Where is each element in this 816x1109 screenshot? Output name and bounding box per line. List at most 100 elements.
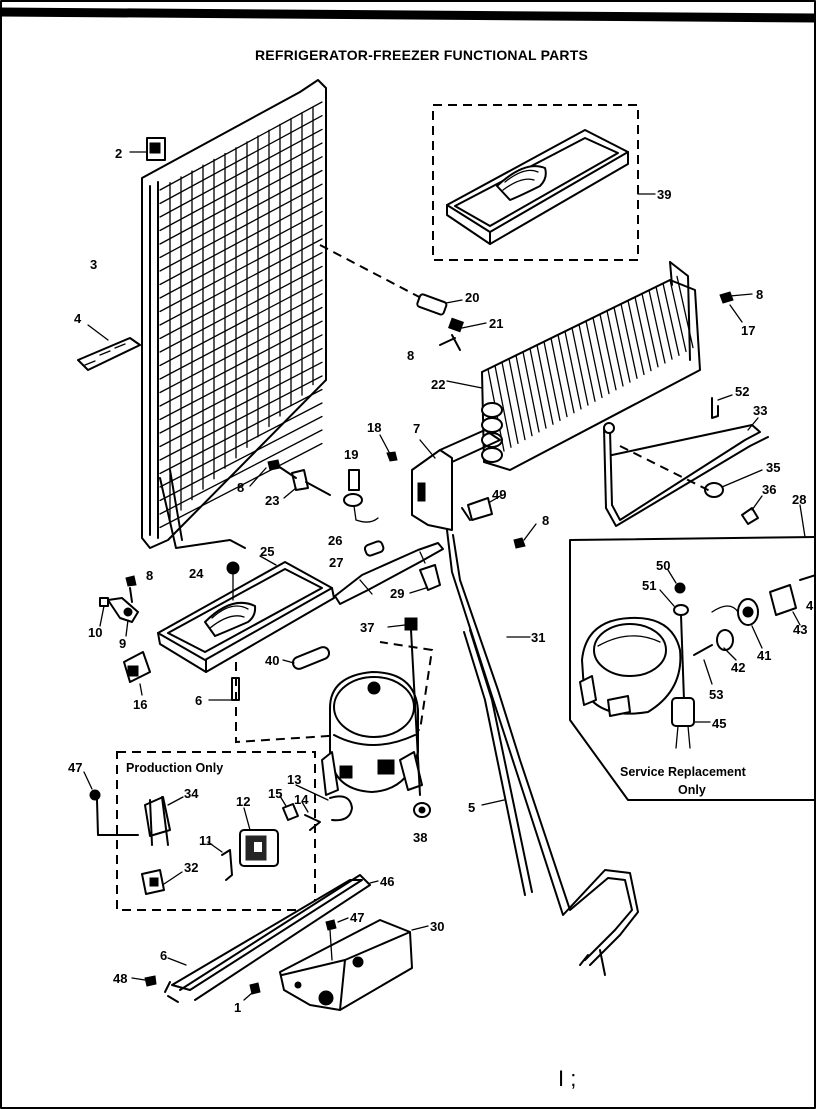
callout-5: 5 bbox=[468, 800, 475, 815]
parts-13-14-15 bbox=[279, 784, 353, 831]
condenser-rung bbox=[159, 238, 323, 326]
hook-part-52 bbox=[711, 397, 719, 419]
evaporator-fin bbox=[522, 351, 540, 433]
callout-19: 19 bbox=[344, 447, 358, 462]
callout-8-c: 8 bbox=[237, 480, 244, 495]
service-replacement-label-2: Only bbox=[678, 783, 706, 797]
production-only-label: Production Only bbox=[126, 761, 223, 775]
condenser-rung bbox=[159, 128, 323, 218]
callout-32: 32 bbox=[184, 860, 198, 875]
callout-8-b: 8 bbox=[756, 287, 763, 302]
callout-42: 42 bbox=[731, 660, 745, 675]
evaporator-fin bbox=[592, 316, 610, 395]
callout-13: 13 bbox=[287, 772, 301, 787]
compressor-assembly bbox=[321, 671, 423, 796]
clip-part-2 bbox=[129, 137, 166, 161]
condenser-part bbox=[141, 79, 327, 549]
callout-6-b: 6 bbox=[160, 948, 167, 963]
condenser-rung bbox=[159, 347, 323, 434]
callout-45: 45 bbox=[712, 716, 726, 731]
screw-part-18 bbox=[386, 451, 398, 462]
part-16 bbox=[123, 651, 151, 696]
evaporator-fin bbox=[599, 313, 617, 391]
production-only-box bbox=[116, 751, 316, 911]
condenser-rung bbox=[159, 142, 323, 232]
condenser-rung bbox=[159, 388, 323, 475]
condenser-rung bbox=[159, 361, 323, 448]
evaporator-fin bbox=[543, 340, 561, 422]
condenser-rung bbox=[159, 334, 323, 421]
callout-25: 25 bbox=[260, 544, 274, 559]
callout-41: 41 bbox=[757, 648, 771, 663]
drier-part-4 bbox=[77, 324, 141, 371]
callout-4-right: 4 bbox=[806, 598, 814, 613]
callout-52: 52 bbox=[735, 384, 749, 399]
callout-12: 12 bbox=[236, 794, 250, 809]
tubes-parts-5-31 bbox=[446, 529, 639, 976]
callout-9: 9 bbox=[119, 636, 126, 651]
callout-39: 39 bbox=[657, 187, 671, 202]
callout-23: 23 bbox=[265, 493, 279, 508]
callout-46: 46 bbox=[380, 874, 394, 889]
condenser-rung bbox=[159, 265, 323, 353]
bracket-parts-8-9-10 bbox=[99, 575, 139, 637]
parts-19-26-27-29 bbox=[334, 469, 444, 605]
evaporator-fin bbox=[634, 296, 652, 372]
callout-27: 27 bbox=[329, 555, 343, 570]
callout-35: 35 bbox=[766, 460, 780, 475]
callout-11: 11 bbox=[199, 833, 213, 848]
callout-31: 31 bbox=[531, 630, 545, 645]
callout-50: 50 bbox=[656, 558, 670, 573]
callout-17: 17 bbox=[741, 323, 755, 338]
condenser-rung bbox=[159, 210, 323, 299]
condenser-rung bbox=[159, 101, 323, 191]
part-8-23 bbox=[249, 459, 331, 499]
callout-7: 7 bbox=[413, 421, 420, 436]
condenser-rung bbox=[159, 115, 323, 205]
callout-8-a: 8 bbox=[407, 348, 414, 363]
condenser-rung bbox=[159, 183, 323, 272]
evaporator-fin bbox=[578, 323, 596, 402]
bolt-parts-37-38 bbox=[387, 617, 431, 818]
callout-8-d: 8 bbox=[542, 513, 549, 528]
evaporator-fin bbox=[571, 327, 589, 406]
evaporator-fin bbox=[515, 354, 533, 437]
service-replacement-box: Service Replacement Only bbox=[569, 504, 816, 801]
callout-33: 33 bbox=[753, 403, 767, 418]
condenser-rung bbox=[159, 224, 323, 313]
condenser-rung bbox=[159, 375, 323, 461]
callout-53: 53 bbox=[709, 687, 723, 702]
base-bracket-parts-30-46 bbox=[131, 874, 429, 1011]
screw-part-47 bbox=[83, 771, 139, 836]
evaporator-fin bbox=[508, 358, 526, 441]
callout-40: 40 bbox=[265, 653, 279, 668]
tray-detail-39 bbox=[432, 104, 656, 261]
evaporator-fin bbox=[620, 303, 638, 379]
condenser-rung bbox=[159, 279, 323, 367]
callout-15: 15 bbox=[268, 786, 282, 801]
callout-28: 28 bbox=[792, 492, 806, 507]
fastener-group-20-21 bbox=[416, 293, 487, 351]
callout-38: 38 bbox=[413, 830, 427, 845]
heater-part-33 bbox=[603, 417, 769, 527]
evaporator-part-22 bbox=[446, 261, 701, 471]
condenser-rung bbox=[159, 169, 323, 259]
part-6-pin bbox=[208, 677, 240, 701]
callout-47-b: 47 bbox=[350, 910, 364, 925]
part-40 bbox=[282, 646, 331, 670]
evaporator-fin bbox=[669, 279, 687, 353]
evaporator-fin bbox=[641, 292, 659, 368]
callout-8-e: 8 bbox=[146, 568, 153, 583]
evaporator-fin bbox=[536, 344, 554, 425]
callout-48: 48 bbox=[113, 971, 127, 986]
callout-3: 3 bbox=[90, 257, 97, 272]
service-replacement-label: Service Replacement bbox=[620, 765, 747, 779]
drain-tray-25 bbox=[157, 555, 335, 673]
condenser-rung bbox=[159, 320, 323, 407]
callout-43: 43 bbox=[793, 622, 807, 637]
evaporator-fin bbox=[494, 364, 512, 448]
bracket-part-7 bbox=[411, 429, 501, 531]
callout-34: 34 bbox=[184, 786, 199, 801]
